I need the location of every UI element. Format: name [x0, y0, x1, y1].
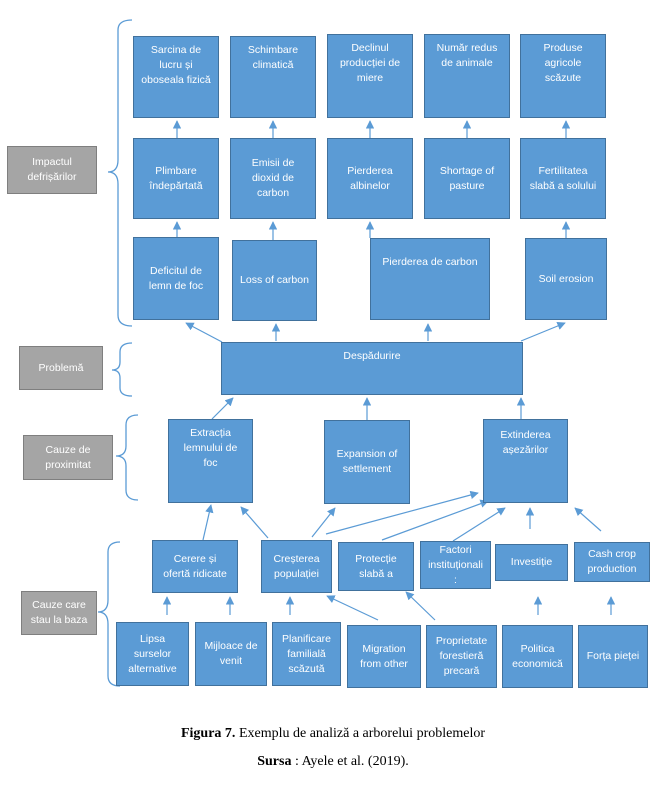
arrow — [405, 591, 436, 621]
impact-box: Schimbare climatică — [230, 36, 316, 118]
section-label-problem: Problemă — [19, 346, 103, 390]
impact-box: Pierderea de carbon — [370, 238, 490, 320]
figure-title: Exemplu de analiză a arborelui problemel… — [235, 726, 485, 741]
proximate-cause-box: Extracția lemnului de foc — [168, 419, 253, 503]
proximate-cause-box: Extinderea așezărilor — [483, 419, 568, 503]
impact-box: Declinul producției de miere — [327, 34, 413, 118]
arrow — [381, 499, 489, 541]
figure-label: Figura 7. — [180, 726, 236, 741]
arrow — [326, 595, 379, 621]
bracket-problem — [111, 342, 133, 397]
arrow — [202, 504, 214, 541]
bracket-impact — [107, 19, 133, 327]
arrow — [452, 507, 506, 542]
impact-box: Shortage of pasture — [424, 138, 510, 219]
section-label-proximate: Cauze de proximitat — [23, 435, 113, 480]
section-label-root: Cauze care stau la baza — [21, 591, 97, 635]
root-cause-box: Creșterea populației — [261, 540, 332, 593]
arrow — [240, 506, 269, 539]
root-cause-box: Planificare familială scăzută — [272, 622, 341, 686]
impact-box: Loss of carbon — [232, 240, 317, 321]
root-cause-box: Mijloace de venit — [195, 622, 267, 686]
impact-box: Produse agricole scăzute — [520, 34, 606, 118]
arrow — [574, 507, 602, 532]
root-cause-box: Migration from other — [347, 625, 421, 688]
bracket-proximate — [115, 414, 139, 501]
impact-box: Fertilitatea slabă a solului — [520, 138, 606, 219]
root-cause-box: Forța pieței — [578, 625, 648, 688]
arrow — [211, 397, 234, 420]
root-cause-box: Lipsa surselor alternative — [116, 622, 189, 686]
section-label-impact: Impactul defrișărilor — [7, 146, 97, 194]
impact-box: Deficitul de lemn de foc — [133, 237, 219, 320]
arrow — [325, 490, 479, 535]
impact-box: Număr redus de animale — [424, 34, 510, 118]
impact-box: Pierderea albinelor — [327, 138, 413, 219]
root-cause-box: Protecție slabă a — [338, 542, 414, 591]
arrow — [185, 322, 223, 343]
root-cause-box: Cerere și ofertă ridicate — [152, 540, 238, 593]
source-caption: Sursa : Ayele et al. (2019). — [0, 754, 666, 770]
root-cause-box: Factori instituționali : — [420, 541, 491, 589]
impact-box: Sarcina de lucru și oboseala fizică — [133, 36, 219, 118]
impact-box: Emisii de dioxid de carbon — [230, 138, 316, 219]
root-cause-box: Proprietate forestieră precară — [426, 625, 497, 688]
impact-box: Soil erosion — [525, 238, 607, 320]
problem-box: Despădurire — [221, 342, 523, 395]
impact-box: Plimbare îndepărtată — [133, 138, 219, 219]
root-cause-box: Politica economică — [502, 625, 573, 688]
source-text: : Ayele et al. (2019). — [291, 754, 409, 769]
source-label: Sursa — [257, 754, 292, 769]
bracket-root — [97, 541, 121, 687]
figure-caption: Figura 7. Exemplu de analiză a arborelui… — [0, 726, 666, 742]
root-cause-box: Investiție — [495, 544, 568, 581]
arrow — [520, 321, 566, 342]
arrow — [311, 507, 336, 538]
proximate-cause-box: Expansion of settlement — [324, 420, 410, 504]
root-cause-box: Cash crop production — [574, 542, 650, 582]
